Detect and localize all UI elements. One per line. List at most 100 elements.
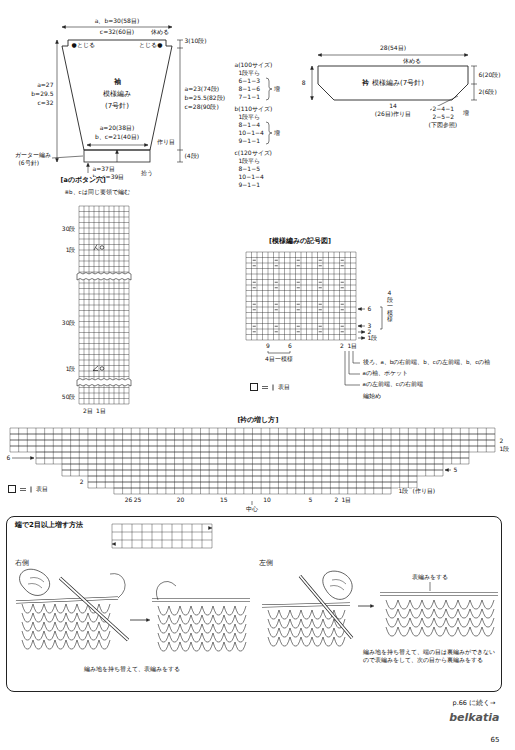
arrow-head bbox=[358, 325, 362, 328]
stitch-loop bbox=[312, 619, 323, 628]
dimension-tick bbox=[177, 150, 183, 151]
increase-grid bbox=[408, 452, 409, 458]
increase-grid bbox=[44, 458, 45, 464]
legend-swatch bbox=[250, 383, 258, 391]
increase-grid bbox=[139, 434, 140, 440]
mini-chart-grid bbox=[202, 524, 203, 548]
stitch-loop bbox=[202, 624, 213, 633]
increase-grid bbox=[486, 428, 487, 434]
collar-chart-label: 2 bbox=[334, 497, 339, 503]
pattern-chart-label: 9 bbox=[266, 343, 271, 349]
increase-grid bbox=[295, 464, 296, 470]
pattern-grid bbox=[350, 252, 351, 340]
increase-grid bbox=[226, 470, 227, 476]
pattern-chart-label: 4目一模様 bbox=[265, 356, 294, 362]
increase-grid bbox=[269, 434, 270, 440]
increase-grid bbox=[304, 476, 305, 482]
increase-grid bbox=[434, 428, 435, 434]
increase-grid bbox=[27, 440, 28, 446]
increase-grid bbox=[347, 458, 348, 464]
increase-grid bbox=[35, 452, 36, 458]
increase-grid bbox=[131, 446, 132, 452]
increase-grid bbox=[339, 428, 340, 434]
increase-grid bbox=[226, 428, 227, 434]
increase-grid bbox=[330, 458, 331, 464]
arrow-head bbox=[87, 163, 90, 167]
stitch-loop bbox=[386, 600, 398, 609]
purl-mark bbox=[253, 265, 256, 266]
stitch-loop bbox=[268, 619, 279, 628]
collar-chart-label: 1段 bbox=[499, 446, 510, 452]
method-note: 編み地を持ち替えて、表編みをする bbox=[84, 666, 181, 672]
increase-grid bbox=[139, 482, 140, 488]
increase-grid bbox=[165, 440, 166, 446]
increase-grid bbox=[434, 464, 435, 470]
increase-grid bbox=[70, 440, 71, 446]
collar-chart-label: 10 bbox=[263, 497, 272, 503]
increase-grid bbox=[486, 434, 487, 440]
increase-grid bbox=[321, 488, 322, 494]
increase-grid bbox=[252, 488, 253, 494]
buttonhole-grid bbox=[109, 206, 110, 404]
increase-spec: 増 bbox=[273, 86, 280, 92]
arrow-head bbox=[62, 26, 66, 29]
increase-grid bbox=[200, 434, 201, 440]
increase-grid bbox=[399, 464, 400, 470]
yarn-over-symbol bbox=[100, 367, 104, 371]
increase-grid bbox=[105, 482, 106, 488]
increase-grid bbox=[261, 470, 262, 476]
knitting-needle-core bbox=[60, 578, 128, 640]
buttonhole-chart-label: 1目 bbox=[96, 408, 107, 414]
stitch-loop bbox=[202, 606, 213, 615]
stitch-loop bbox=[386, 627, 398, 636]
increase-grid bbox=[339, 452, 340, 458]
increase-grid bbox=[382, 428, 383, 434]
increase-grid bbox=[131, 428, 132, 434]
pattern-chart-label: aの袖、ポケット bbox=[362, 371, 408, 377]
increase-grid bbox=[70, 464, 71, 470]
increase-grid bbox=[70, 452, 71, 458]
pickup-leader bbox=[88, 164, 89, 173]
increase-grid bbox=[61, 464, 62, 470]
increase-grid bbox=[313, 488, 314, 494]
increase-grid bbox=[165, 488, 166, 494]
increase-grid bbox=[295, 428, 296, 434]
collar-dimension: 2−4−1 bbox=[432, 106, 455, 112]
arrow-head bbox=[362, 337, 366, 340]
increase-grid bbox=[174, 488, 175, 494]
increase-grid bbox=[183, 482, 184, 488]
increase-grid bbox=[61, 458, 62, 464]
collar-piece: 衿模様編み(7号針) bbox=[318, 66, 468, 100]
arrow-head bbox=[318, 54, 322, 57]
increase-grid bbox=[460, 446, 461, 452]
sleeve-dimension: a=20(38目) bbox=[99, 125, 135, 131]
increase-grid bbox=[122, 434, 123, 440]
stitch-loop bbox=[33, 622, 44, 631]
pattern-grid bbox=[312, 252, 313, 340]
stitch-loop bbox=[470, 627, 482, 636]
increase-grid bbox=[347, 434, 348, 440]
increase-grid bbox=[339, 446, 340, 452]
increase-grid bbox=[139, 488, 140, 494]
arrow-head bbox=[362, 331, 366, 334]
increase-grid bbox=[209, 446, 210, 452]
piece-label: 袖 bbox=[114, 78, 121, 87]
sleeve-dimension: b、c=21(40目) bbox=[94, 134, 139, 140]
increase-grid bbox=[252, 482, 253, 488]
increase-spec: 8−1−5 bbox=[238, 166, 261, 172]
pattern-grid bbox=[328, 252, 329, 340]
increase-grid bbox=[235, 488, 236, 494]
row-arrow bbox=[12, 458, 34, 459]
increase-grid bbox=[417, 470, 418, 476]
increase-grid bbox=[200, 458, 201, 464]
stitch-loop bbox=[458, 600, 470, 609]
increase-grid bbox=[382, 434, 383, 440]
increase-grid bbox=[165, 470, 166, 476]
stitch-loop bbox=[180, 642, 191, 651]
increase-grid bbox=[330, 440, 331, 446]
increase-grid bbox=[252, 464, 253, 470]
increase-grid bbox=[321, 470, 322, 476]
increase-grid bbox=[287, 428, 288, 434]
increase-grid bbox=[347, 470, 348, 476]
stitch-loop bbox=[224, 615, 235, 624]
